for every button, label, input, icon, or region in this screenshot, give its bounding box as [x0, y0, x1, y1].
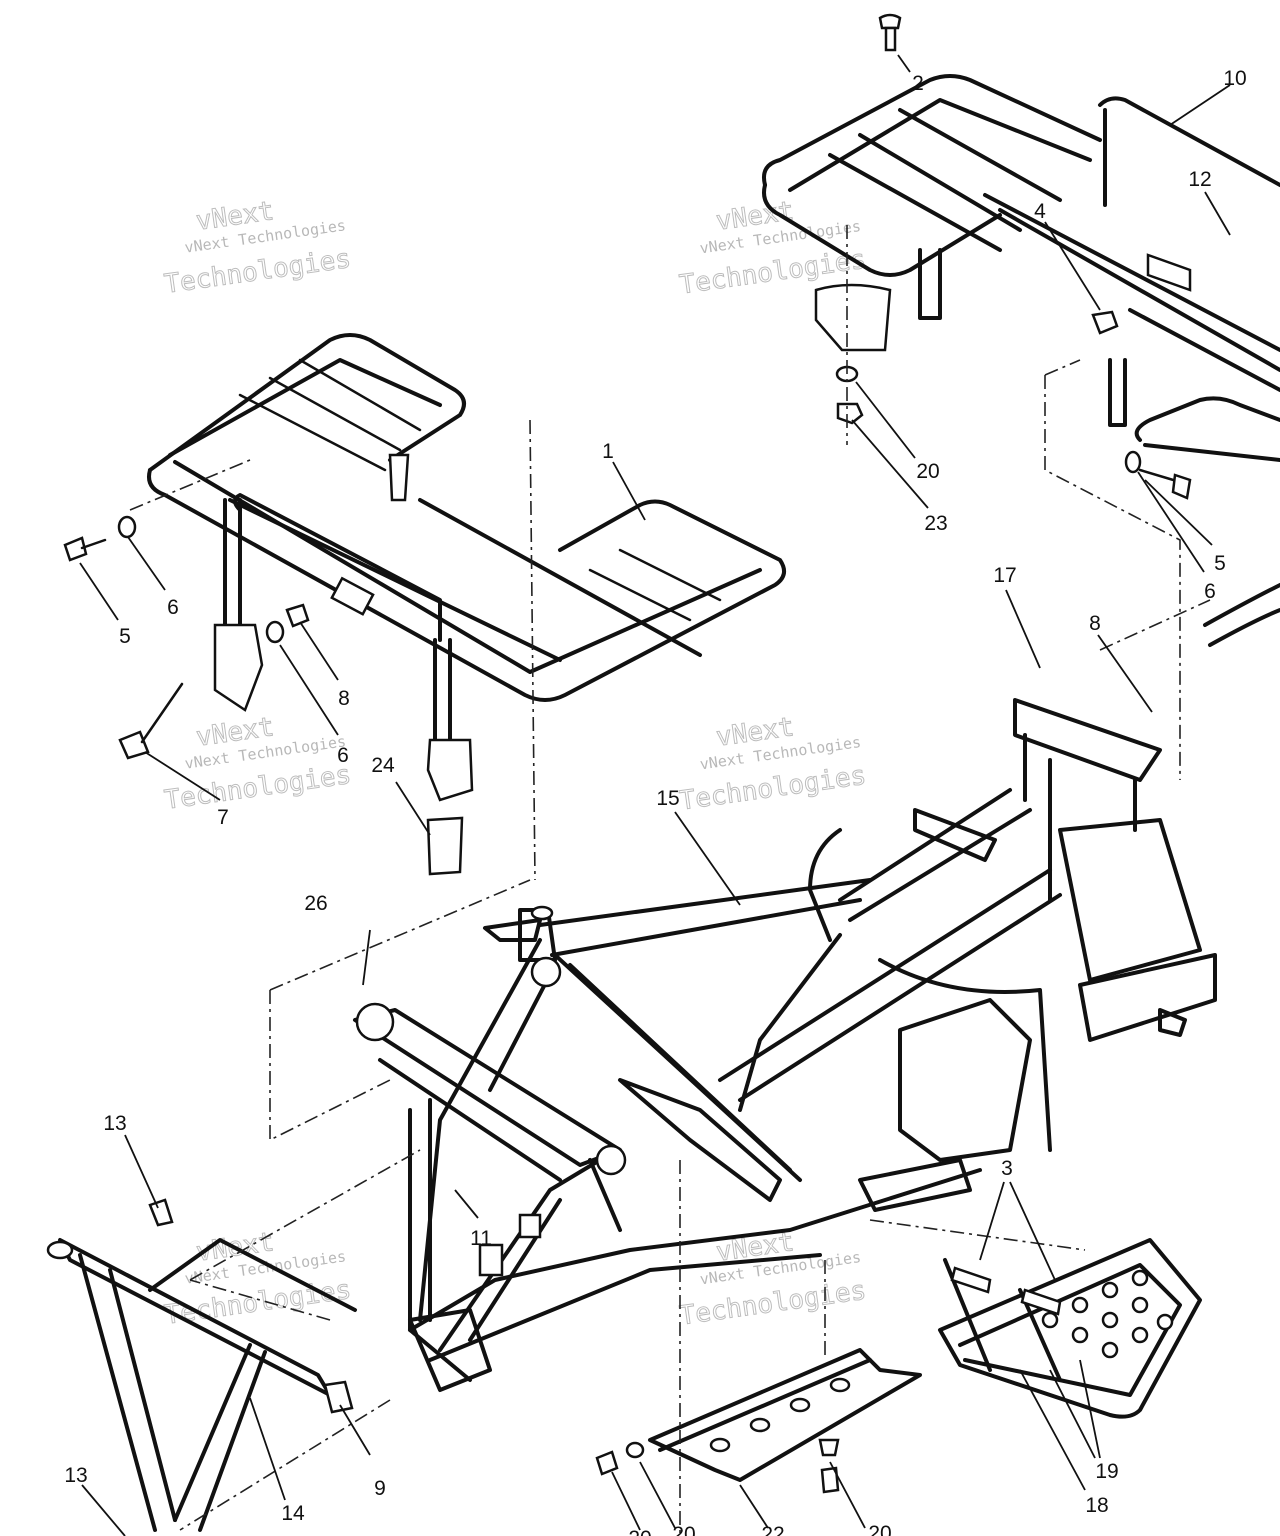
callout-22: 22 [761, 1523, 784, 1536]
front-rack [147, 333, 786, 802]
callout-4: 4 [1034, 200, 1046, 223]
callout-11: 11 [470, 1227, 492, 1250]
skid-plate [595, 1348, 922, 1494]
assembly-lines [129, 225, 1211, 1536]
callout-23: 23 [924, 512, 947, 535]
callout-labels: 1 2 3 4 5 5 6 6 6 7 8 8 9 10 11 12 13 13… [64, 67, 1246, 1536]
watermark-4: vNext vNext Technologies Technologies [677, 712, 868, 817]
watermark-3: vNext vNext Technologies Technologies [162, 712, 353, 817]
callout-6b: 6 [1204, 580, 1216, 603]
callout-8: 8 [338, 687, 350, 710]
watermark-1: vNext vNext Technologies Technologies [162, 196, 353, 301]
callout-6: 6 [167, 596, 179, 619]
callout-13: 13 [103, 1112, 126, 1135]
callout-1: 1 [602, 440, 614, 463]
callout-19: 19 [1095, 1460, 1118, 1483]
watermark-5: vNext vNext Technologies Technologies [162, 1227, 353, 1332]
footrest [938, 1238, 1202, 1419]
callout-5b: 5 [1214, 552, 1226, 575]
footrest-holes [1041, 1269, 1174, 1359]
callout-6c: 6 [337, 744, 349, 767]
callout-9: 9 [374, 1477, 386, 1500]
skid-plate-holes [709, 1377, 851, 1453]
callout-10: 10 [1223, 67, 1246, 90]
callout-13b: 13 [64, 1464, 87, 1487]
watermark-6: vNext vNext Technologies Technologies [677, 1227, 868, 1332]
callout-26: 26 [304, 892, 327, 915]
callout-2: 2 [912, 72, 924, 95]
callout-5: 5 [119, 625, 131, 648]
callout-18: 18 [1085, 1494, 1108, 1517]
rear-rack [762, 74, 1280, 462]
callout-20d: 20 [628, 1527, 651, 1536]
callout-7: 7 [217, 806, 229, 829]
front-bumper [46, 1198, 357, 1532]
callout-3: 3 [1001, 1157, 1013, 1180]
callout-20: 20 [916, 460, 939, 483]
callout-8b: 8 [1089, 612, 1101, 635]
callout-15: 15 [656, 787, 679, 810]
main-frame [353, 698, 1217, 1392]
callout-20c: 20 [868, 1522, 891, 1536]
front-rack-hardware [63, 515, 464, 876]
callout-17: 17 [993, 564, 1016, 587]
callout-12: 12 [1188, 168, 1211, 191]
callout-24: 24 [371, 754, 395, 777]
leader-lines [79, 54, 1231, 1536]
callout-20b: 20 [672, 1523, 695, 1536]
callout-14: 14 [281, 1502, 305, 1525]
